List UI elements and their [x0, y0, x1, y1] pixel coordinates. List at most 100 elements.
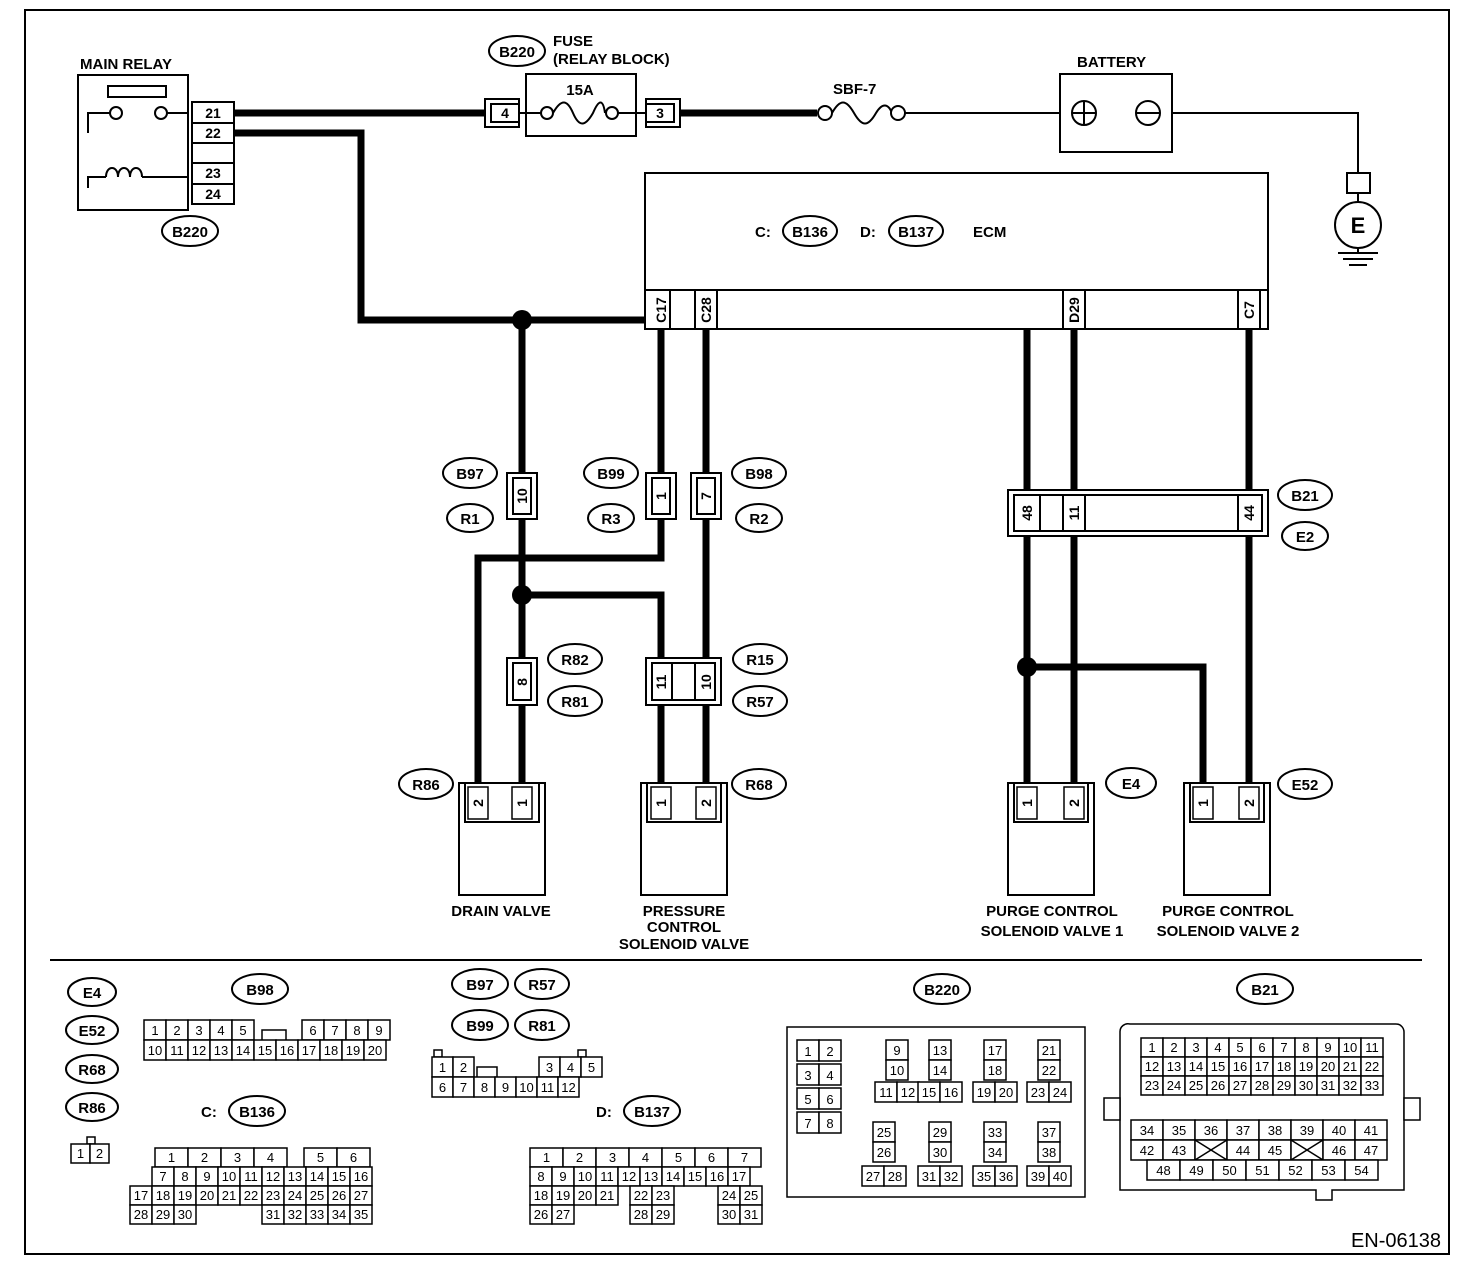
face-cell: 22 — [244, 1188, 258, 1203]
connector-ref-label: B137 — [634, 1104, 670, 1121]
face-cell: 54 — [1354, 1163, 1368, 1178]
p2-pin-1: 1 — [1195, 799, 1211, 807]
face-cell: 50 — [1222, 1163, 1236, 1178]
face-cell: 11 — [541, 1080, 555, 1095]
wires — [234, 109, 1359, 783]
face-cell: 32 — [1343, 1078, 1357, 1093]
face-cell: 15 — [922, 1085, 936, 1100]
face-cell: 1 — [804, 1044, 811, 1059]
face-cell: 16 — [1233, 1059, 1247, 1074]
ecm-c-label: C: — [755, 224, 771, 241]
connector-ref-r68 — [65, 1054, 119, 1084]
face-cell: 2 — [460, 1060, 467, 1075]
face-cell: 18 — [324, 1043, 338, 1058]
face-cell: 31 — [922, 1169, 936, 1184]
connector-ref-b21 — [1277, 479, 1333, 511]
connector-ref-label: R81 — [561, 694, 589, 711]
connector-ref-r57 — [732, 685, 788, 717]
connector-ref-label: B220 — [172, 224, 208, 241]
face-cell: 27 — [1233, 1078, 1247, 1093]
face-cell: 31 — [266, 1207, 280, 1222]
battery-label: BATTERY — [1077, 54, 1146, 71]
valves: 2 1 DRAIN VALVE 1 2 PRESSURE CONTROL SOL… — [451, 782, 1299, 953]
connector-ref-label: B21 — [1291, 488, 1319, 505]
face-cell: 21 — [222, 1188, 236, 1203]
face-cell: 13 — [1167, 1059, 1181, 1074]
connector-ref-b97 — [451, 968, 509, 1000]
face-cell: 9 — [1324, 1040, 1331, 1055]
face-cell: 14 — [236, 1043, 250, 1058]
main-relay-title: MAIN RELAY — [80, 56, 172, 73]
sbf-label: SBF-7 — [833, 81, 876, 98]
face-cell: 35 — [354, 1207, 368, 1222]
r15-pin-11: 11 — [653, 674, 669, 689]
connector-ref-e4 — [67, 977, 117, 1007]
face-cell: 7 — [1280, 1040, 1287, 1055]
connector-ref-label: R86 — [412, 777, 440, 794]
drain-valve-label: DRAIN VALVE — [451, 903, 550, 920]
face-cell: 2 — [826, 1044, 833, 1059]
pcsv-label-1: PRESSURE — [643, 903, 726, 920]
face-cell: 20 — [578, 1188, 592, 1203]
face-cell: 22 — [634, 1188, 648, 1203]
face-cell: 18 — [534, 1188, 548, 1203]
face-cell: 1 — [168, 1150, 175, 1165]
face-cell: 18 — [1277, 1059, 1291, 1074]
face-cell: 2 — [173, 1023, 180, 1038]
face-cell: 41 — [1364, 1123, 1378, 1138]
junction-dots — [512, 310, 1037, 677]
p2-pin-2: 2 — [1241, 799, 1257, 807]
face-cell: 11 — [170, 1043, 184, 1058]
face-cell: 3 — [804, 1068, 811, 1083]
face-cell: 37 — [1042, 1125, 1056, 1140]
face-cell: 32 — [944, 1169, 958, 1184]
face-cell: 20 — [999, 1085, 1013, 1100]
face-cell: 43 — [1172, 1143, 1186, 1158]
face-cell: 27 — [556, 1207, 570, 1222]
connector-ref-e52 — [1277, 768, 1333, 800]
face-cell: 6 — [350, 1150, 357, 1165]
face-cell: 23 — [1031, 1085, 1045, 1100]
connector-ref-label: R2 — [749, 511, 768, 528]
face-cell: 16 — [710, 1169, 724, 1184]
face-cell: 28 — [888, 1169, 902, 1184]
drain-pin-2: 2 — [470, 799, 486, 807]
connector-ref-b136 — [782, 215, 838, 247]
face-d-prefix: D: — [596, 1104, 612, 1121]
connector-ref-r3 — [587, 503, 635, 533]
connector-ref-label: R57 — [746, 694, 774, 711]
face-cell: 3 — [609, 1150, 616, 1165]
face-cell: 6 — [439, 1080, 446, 1095]
face-cell: 42 — [1140, 1143, 1154, 1158]
face-cell: 44 — [1236, 1143, 1250, 1158]
face-cell: 1 — [1148, 1040, 1155, 1055]
face-cell: 10 — [222, 1169, 236, 1184]
face-cell: 5 — [239, 1023, 246, 1038]
purge-1-label-1: PURGE CONTROL — [986, 903, 1118, 920]
connector-ref-label: B137 — [898, 224, 934, 241]
connector-ref-b220 — [913, 973, 971, 1005]
face-cell: 8 — [1302, 1040, 1309, 1055]
face-cell: 29 — [156, 1207, 170, 1222]
ground: E — [1334, 172, 1382, 266]
p1-pin-2: 2 — [1066, 799, 1082, 807]
face-cell: 14 — [666, 1169, 680, 1184]
face-cell: 36 — [999, 1169, 1013, 1184]
face-cell: 2 — [576, 1150, 583, 1165]
face-cell: 11 — [879, 1085, 893, 1100]
connector-ref-b97 — [442, 457, 498, 489]
face-cell: 24 — [1053, 1085, 1067, 1100]
connector-ref-label: B97 — [456, 466, 484, 483]
connector-ref-label: R68 — [78, 1062, 106, 1079]
face-cell: 13 — [288, 1169, 302, 1184]
connector-ref-label: R1 — [460, 511, 479, 528]
face-cell: 34 — [332, 1207, 346, 1222]
b21-pin-11: 11 — [1066, 505, 1082, 520]
sbf-fuse: SBF-7 — [817, 81, 906, 125]
face-cell: 29 — [656, 1207, 670, 1222]
face-cell: 21 — [1343, 1059, 1357, 1074]
face-cell: 40 — [1332, 1123, 1346, 1138]
face-cell: 7 — [159, 1169, 166, 1184]
